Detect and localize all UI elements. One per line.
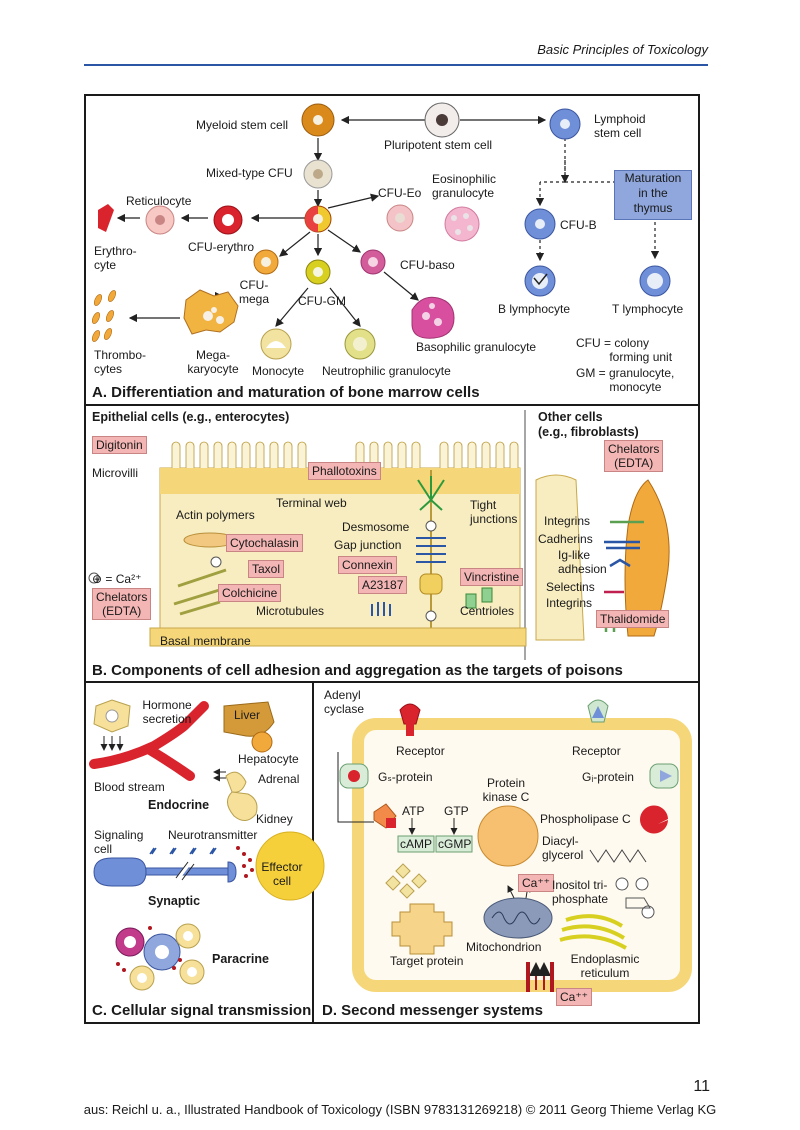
panel-a-diagram — [91, 102, 671, 360]
label-cfu-gm: CFU-GM — [298, 294, 346, 308]
ca-legend: ⊕ = Ca²⁺ — [92, 572, 142, 586]
label-diacylglycerol: Diacyl- glycerol — [542, 834, 584, 862]
label-cgmp: cGMP — [438, 837, 472, 851]
label-gi-protein: Gᵢ-protein — [582, 770, 634, 784]
label-cadherins: Cadherins — [538, 532, 593, 546]
label-lymphoid-stem-cell: Lymphoid stem cell — [594, 112, 646, 140]
label-actin-polymers: Actin polymers — [176, 508, 255, 522]
label-reticulocyte: Reticulocyte — [126, 194, 192, 208]
label-microtubules: Microtubules — [256, 604, 325, 618]
toxin-taxol: Taxol — [248, 560, 285, 578]
label-basophilic-granulocyte: Basophilic granulocyte — [416, 340, 537, 354]
panel-d-title: D. Second messenger systems — [322, 1002, 543, 1019]
label-camp: cAMP — [400, 837, 433, 851]
toxin-thalidomide: Thalidomide — [596, 610, 670, 628]
label-ig-like-adhesion: Ig-like adhesion — [558, 548, 607, 576]
label-selectins: Selectins — [546, 580, 595, 594]
label-mitochondrion: Mitochondrion — [466, 940, 542, 954]
label-paracrine: Paracrine — [212, 952, 269, 966]
label-neurotransmitter: Neurotransmitter — [168, 828, 258, 842]
running-header: Basic Principles of Toxicology — [537, 42, 708, 57]
label-integrins-2: Integrins — [546, 596, 593, 610]
label-basal-membrane: Basal membrane — [160, 634, 251, 648]
toxin-connexin: Connexin — [338, 556, 397, 574]
label-receptor-right: Receptor — [572, 744, 621, 758]
panel-c-diagram — [89, 699, 325, 991]
label-kidney: Kidney — [256, 812, 293, 826]
label-hepatocyte: Hepatocyte — [238, 752, 299, 766]
label-t-lymphocyte: T lymphocyte — [612, 302, 684, 316]
label-atp: ATP — [402, 804, 425, 818]
label-cfu-mega: CFU- mega — [238, 278, 270, 306]
toxin-a23187: A23187 — [358, 576, 408, 594]
label-myeloid-stem-cell: Myeloid stem cell — [196, 118, 289, 132]
legend-gm: GM = granulocyte, monocyte — [576, 366, 675, 394]
label-monocyte: Monocyte — [252, 364, 305, 378]
toxin-cytochalasin: Cytochalasin — [226, 534, 303, 552]
toxin-colchicine: Colchicine — [218, 584, 282, 602]
label-endoplasmic-reticulum: Endoplasmic reticulum — [570, 952, 640, 980]
label-mixed-cfu: Mixed-type CFU — [206, 166, 293, 180]
label-endocrine: Endocrine — [148, 798, 210, 812]
label-cfu-baso: CFU-baso — [400, 258, 455, 272]
label-erythrocyte: Erythro- cyte — [94, 244, 137, 272]
label-phospholipase-c: Phospholipase C — [540, 812, 631, 826]
label-cfu-erythro: CFU-erythro — [188, 240, 255, 254]
label-adrenal: Adrenal — [258, 772, 300, 786]
label-gtp: GTP — [444, 804, 469, 818]
panel-b-title: B. Components of cell adhesion and aggre… — [92, 662, 623, 679]
toxin-chelators-right: Chelators (EDTA) — [604, 440, 664, 472]
label-adenyl-cyclase: Adenyl cyclase — [324, 688, 365, 716]
label-liver: Liver — [234, 708, 261, 722]
label-cfu-eo: CFU-Eo — [378, 186, 422, 200]
label-inositol-triphosphate: Inositol tri- phosphate — [552, 878, 609, 906]
label-blood-stream: Blood stream — [94, 780, 165, 794]
label-receptor-left: Receptor — [396, 744, 445, 758]
label-ca-ion-bottom: Ca⁺⁺ — [556, 988, 593, 1006]
label-b-lymphocyte: B lymphocyte — [498, 302, 571, 316]
label-ca-ion-top: Ca⁺⁺ — [518, 874, 555, 892]
label-microvilli: Microvilli — [92, 466, 138, 480]
toxin-digitonin: Digitonin — [92, 436, 147, 454]
footer-credit: aus: Reichl u. a., Illustrated Handbook … — [83, 1102, 717, 1117]
panel-d-diagram — [337, 699, 692, 992]
header-rule — [84, 64, 708, 66]
label-desmosome: Desmosome — [342, 520, 410, 534]
thymus-maturation-box: Maturation in the thymus — [614, 170, 692, 220]
toxin-vincristine: Vincristine — [460, 568, 524, 586]
label-gs-protein: Gₛ-protein — [378, 770, 433, 784]
label-terminal-web: Terminal web — [276, 496, 347, 510]
panel-c-title: C. Cellular signal transmission — [92, 1002, 312, 1019]
label-integrins-1: Integrins — [544, 514, 591, 528]
label-synaptic: Synaptic — [148, 894, 201, 908]
label-protein-kinase-c: Protein kinase C — [482, 776, 530, 804]
legend-cfu: CFU = colony forming unit — [576, 336, 673, 364]
panel-a-title: A. Differentiation and maturation of bon… — [92, 384, 480, 401]
label-eosinophilic-granulocyte: Eosinophilic granulocyte — [432, 172, 497, 200]
label-pluripotent-stem-cell: Pluripotent stem cell — [384, 138, 493, 152]
label-target-protein: Target protein — [390, 954, 464, 968]
label-cfu-b: CFU-B — [560, 218, 597, 232]
toxin-phallotoxins: Phallotoxins — [308, 462, 381, 480]
figure-frame — [84, 94, 700, 1024]
epithelial-heading: Epithelial cells (e.g., enterocytes) — [92, 410, 290, 424]
label-neutrophilic-granulocyte: Neutrophilic granulocyte — [322, 364, 451, 378]
label-effector-cell: Effector cell — [261, 860, 303, 888]
label-thrombocytes: Thrombo- cytes — [94, 348, 147, 376]
label-tight-junctions: Tight junctions — [470, 498, 518, 526]
label-gap-junction: Gap junction — [334, 538, 402, 552]
page-number: 11 — [693, 1078, 710, 1095]
toxin-chelators-left: Chelators (EDTA) — [92, 588, 152, 620]
label-megakaryocyte: Mega- karyocyte — [187, 348, 239, 376]
label-signaling-cell: Signaling cell — [94, 828, 144, 856]
other-cells-heading: Other cells (e.g., fibroblasts) — [538, 410, 639, 439]
label-centrioles: Centrioles — [460, 604, 515, 618]
label-hormone-secretion: Hormone secretion — [142, 698, 192, 726]
